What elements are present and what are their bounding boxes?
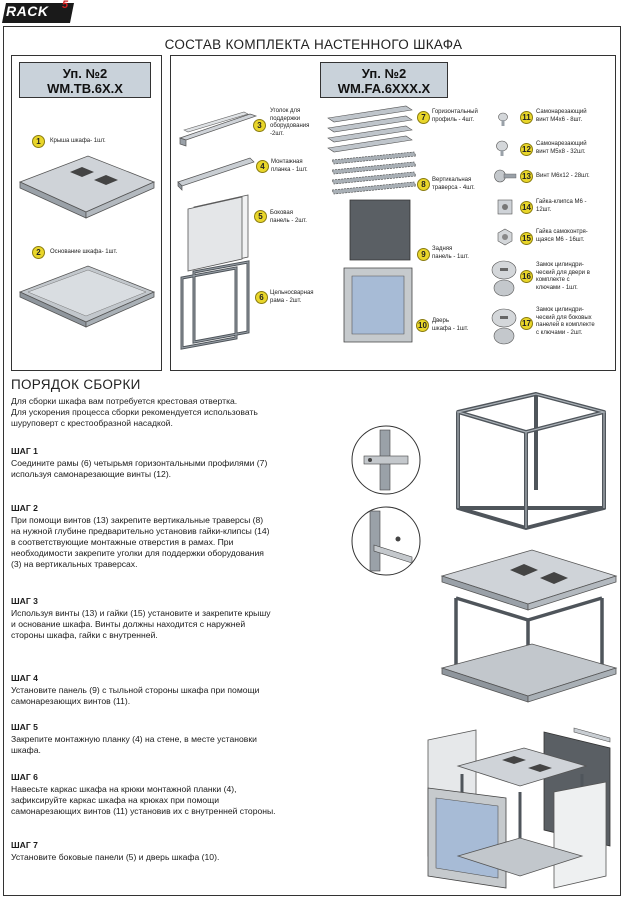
item-label: Винт М6х12 - 28шт. bbox=[536, 173, 590, 179]
screw-m6-illustration bbox=[494, 169, 517, 183]
step-text: Используя винты (13) и гайки (15) устано… bbox=[11, 608, 271, 640]
item-label: Вертикальная траверса - 4шт. bbox=[432, 177, 475, 191]
door-illustration bbox=[343, 267, 413, 343]
package-right-label-line2: WM.FA.6XXX.X bbox=[337, 81, 431, 96]
package-left-box bbox=[11, 55, 162, 371]
item-number: 10 bbox=[416, 319, 429, 332]
side-panel-lock-illustration bbox=[491, 308, 517, 345]
roof-base-assembly-illustration bbox=[440, 549, 618, 703]
step-text: При помощи винтов (13) закрепите вертика… bbox=[11, 515, 270, 569]
item-number: 9 bbox=[417, 248, 430, 261]
step-title: ШАГ 1 bbox=[11, 446, 38, 456]
item-number: 15 bbox=[520, 232, 533, 245]
assembled-frame-illustration bbox=[455, 392, 607, 530]
package-right-box bbox=[170, 55, 616, 371]
item-label: Крыша шкафа- 1шт. bbox=[50, 138, 106, 144]
step-6: ШАГ 6 Навесьте каркас шкафа на крюки мон… bbox=[11, 772, 351, 817]
base-illustration bbox=[18, 265, 156, 328]
item-label: Боковая панель - 2шт. bbox=[270, 210, 307, 224]
horizontal-profile-illustration bbox=[327, 105, 413, 153]
brand-superscript: 5 bbox=[62, 0, 69, 11]
item-number: 16 bbox=[520, 270, 533, 283]
step-5: ШАГ 5 Закрепите монтажную планку (4) на … bbox=[11, 722, 351, 756]
item-label: Уголок для поддержки оборудования -2шт. bbox=[270, 108, 310, 137]
welded-frame-illustration bbox=[180, 260, 250, 350]
item-label: Самонарезающий винт М4х6 - 8шт. bbox=[536, 109, 587, 123]
item-label: Гайка самоконтря- щаяся М6 - 16шт. bbox=[536, 229, 588, 243]
item-label: Монтажная планка - 1шт. bbox=[271, 159, 308, 173]
detail-callout-2-illustration bbox=[351, 506, 421, 576]
page-frame bbox=[3, 26, 621, 896]
item-label: Гайка-клипса М6 - 12шт. bbox=[536, 199, 587, 213]
screw-m4-illustration bbox=[498, 112, 508, 126]
item-number: 3 bbox=[253, 119, 266, 132]
item-number: 7 bbox=[417, 111, 430, 124]
step-7: ШАГ 7 Установите боковые панели (5) и дв… bbox=[11, 840, 351, 863]
step-title: ШАГ 4 bbox=[11, 673, 38, 683]
item-number: 2 bbox=[32, 246, 45, 259]
final-assembly-illustration bbox=[427, 727, 611, 889]
item-number: 5 bbox=[254, 210, 267, 223]
package-right-label: Уп. №2 WM.FA.6XXX.X bbox=[320, 62, 448, 98]
detail-callout-1-illustration bbox=[351, 425, 421, 495]
brand-logo bbox=[2, 3, 74, 23]
screw-m5-illustration bbox=[496, 140, 508, 156]
item-label: Замок цилиндри- ческий для двери в компл… bbox=[536, 262, 590, 291]
item-number: 4 bbox=[256, 160, 269, 173]
item-number: 17 bbox=[520, 317, 533, 330]
clip-nut-illustration bbox=[497, 199, 513, 215]
assembly-intro: Для сборки шкафа вам потребуется крестов… bbox=[11, 396, 258, 428]
item-number: 12 bbox=[520, 143, 533, 156]
rear-panel-illustration bbox=[349, 199, 411, 261]
brand-name: RACK bbox=[6, 3, 49, 19]
item-number: 8 bbox=[417, 178, 430, 191]
page-title: СОСТАВ КОМПЛЕКТА НАСТЕННОГО ШКАФА bbox=[164, 37, 463, 52]
step-text: Соедините рамы (6) четырьмя горизонтальн… bbox=[11, 458, 268, 479]
support-angle-illustration bbox=[178, 111, 258, 147]
item-number: 11 bbox=[520, 111, 533, 124]
item-number: 6 bbox=[255, 291, 268, 304]
step-text: Закрепите монтажную планку (4) на стене,… bbox=[11, 734, 257, 755]
item-label: Основание шкафа- 1шт. bbox=[50, 249, 118, 255]
step-text: Установите боковые панели (5) и дверь шк… bbox=[11, 852, 220, 862]
item-label: Дверь шкафа - 1шт. bbox=[432, 318, 469, 332]
step-text: Установите панель (9) с тыльной стороны … bbox=[11, 685, 260, 706]
locknut-illustration bbox=[497, 228, 513, 246]
step-2: ШАГ 2 При помощи винтов (13) закрепите в… bbox=[11, 503, 351, 570]
assembly-title: ПОРЯДОК СБОРКИ bbox=[11, 377, 141, 392]
item-number: 1 bbox=[32, 135, 45, 148]
item-label: Задняя панель - 1шт. bbox=[432, 246, 469, 260]
step-title: ШАГ 6 bbox=[11, 772, 38, 782]
item-number: 13 bbox=[520, 170, 533, 183]
package-left-label-line1: Уп. №2 bbox=[62, 66, 108, 81]
step-title: ШАГ 2 bbox=[11, 503, 38, 513]
package-left-label: Уп. №2 WM.TB.6X.X bbox=[19, 62, 151, 98]
item-label: Самонарезающий винт М5х8 - 32шт. bbox=[536, 141, 587, 155]
vertical-traverse-illustration bbox=[331, 151, 417, 195]
item-label: Горизонтальный профиль - 4шт. bbox=[432, 109, 478, 123]
side-panel-illustration bbox=[187, 194, 249, 272]
step-title: ШАГ 7 bbox=[11, 840, 38, 850]
item-label: Цельносварная рама - 2шт. bbox=[270, 290, 314, 304]
item-number: 14 bbox=[520, 201, 533, 214]
package-left-label-line2: WM.TB.6X.X bbox=[47, 81, 123, 96]
door-lock-illustration bbox=[491, 260, 517, 297]
step-1: ШАГ 1 Соедините рамы (6) четырьмя горизо… bbox=[11, 446, 351, 480]
step-4: ШАГ 4 Установите панель (9) с тыльной ст… bbox=[11, 673, 351, 707]
step-title: ШАГ 5 bbox=[11, 722, 38, 732]
step-text: Навесьте каркас шкафа на крюки монтажной… bbox=[11, 784, 276, 816]
step-3: ШАГ 3 Используя винты (13) и гайки (15) … bbox=[11, 596, 351, 641]
mounting-strip-illustration bbox=[177, 157, 255, 191]
step-title: ШАГ 3 bbox=[11, 596, 38, 606]
package-right-label-line1: Уп. №2 bbox=[361, 66, 407, 81]
roof-illustration bbox=[18, 155, 156, 219]
item-label: Замок цилиндри- ческий для боковых панел… bbox=[536, 307, 595, 336]
